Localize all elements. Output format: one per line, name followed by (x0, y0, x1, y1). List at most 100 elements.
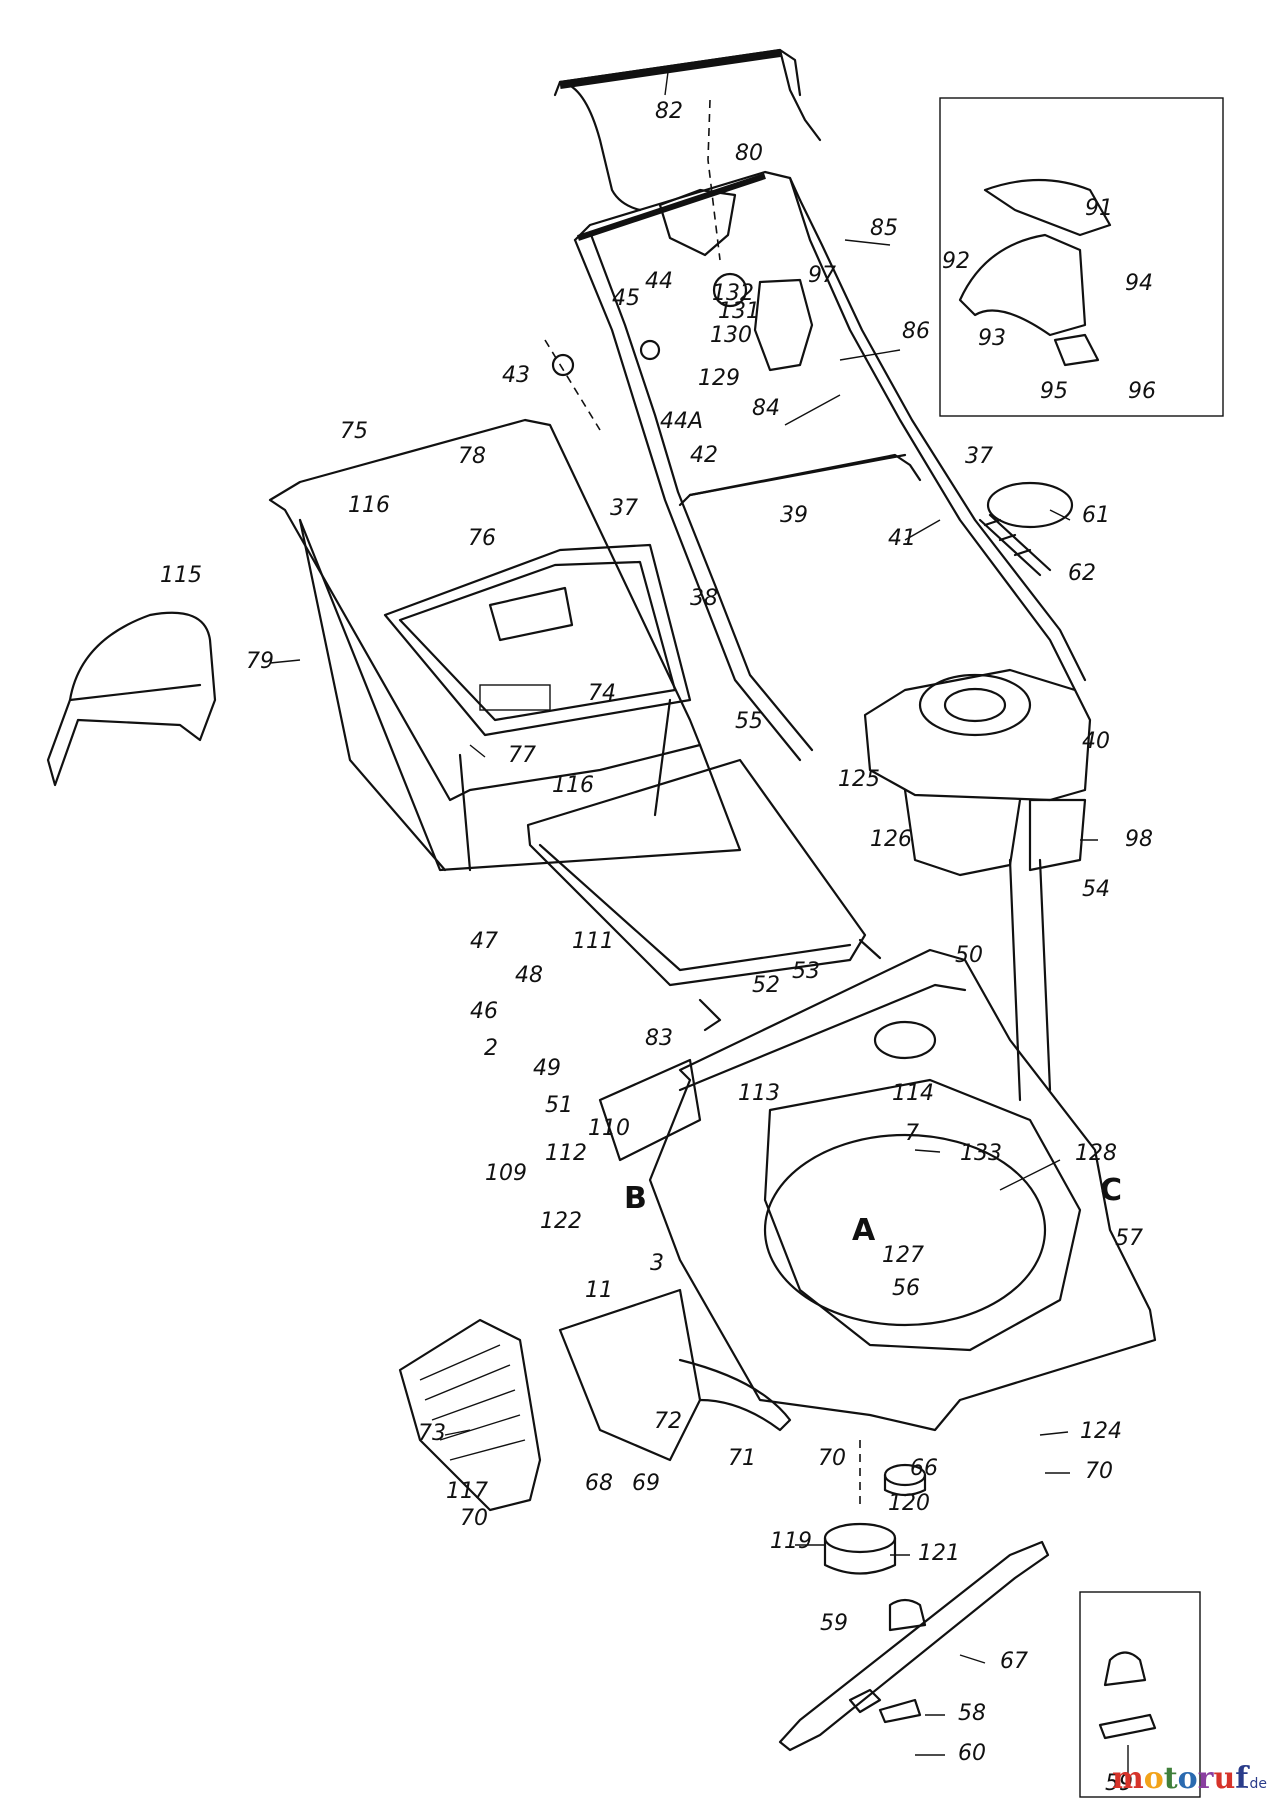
part-number-label: 50 (955, 943, 983, 968)
part-number-label: 98 (1125, 827, 1153, 852)
part-number-label: 53 (792, 959, 820, 984)
part-number-label: 74 (588, 681, 616, 706)
part-number-label: 76 (468, 526, 496, 551)
part-number-label: 124 (1080, 1419, 1122, 1444)
part-number-label: 37 (610, 496, 638, 521)
part-number-label: 117 (446, 1479, 488, 1504)
part-number-label: 69 (632, 1471, 660, 1496)
part-number-label: 7 (905, 1121, 919, 1146)
mower-blade (778, 1540, 1050, 1752)
engine (863, 668, 1098, 877)
part-number-label: 47 (470, 929, 498, 954)
part-number-label: 109 (485, 1161, 527, 1186)
part-number-label: 92 (942, 249, 970, 274)
lower-handle (678, 453, 922, 507)
part-number-label: 122 (540, 1209, 582, 1234)
part-number-label: 80 (735, 141, 763, 166)
part-number-label: 130 (710, 323, 752, 348)
inset-box-top-right (939, 97, 1224, 417)
part-number-label: 40 (1082, 729, 1110, 754)
part-number-label: 112 (545, 1141, 587, 1166)
watermark-logo: motoruf (1112, 1761, 1250, 1796)
part-number-label: 70 (1085, 1459, 1113, 1484)
reference-letters: B A C (624, 1173, 1122, 1248)
part-number-label: 41 (888, 526, 916, 551)
part-number-label: 131 (718, 299, 760, 324)
part-number-label: 51 (545, 1093, 573, 1118)
part-number-label: 38 (690, 586, 718, 611)
part-number-label: 49 (533, 1056, 561, 1081)
control-bracket (658, 188, 814, 372)
part-number-label: 97 (808, 263, 836, 288)
part-number-label: 133 (960, 1141, 1002, 1166)
part-number-label: 79 (246, 649, 274, 674)
part-number-label: 85 (870, 216, 898, 241)
part-number-label: 55 (735, 709, 763, 734)
grass-catcher (268, 418, 742, 872)
part-number-label: 59 (1105, 1771, 1133, 1796)
part-number-label: 120 (888, 1491, 930, 1516)
inset-deflector-parts (958, 178, 1112, 367)
part-number-label: 126 (870, 827, 912, 852)
part-number-label: 116 (348, 493, 390, 518)
part-number-label: 125 (838, 767, 880, 792)
part-number-label: 86 (902, 319, 930, 344)
part-number-label: 93 (978, 326, 1006, 351)
part-number-label: 73 (418, 1421, 446, 1446)
part-number-label: 110 (588, 1116, 630, 1141)
discharge-chute (558, 1288, 792, 1462)
part-number-label: 67 (1000, 1649, 1028, 1674)
part-number-label: 75 (340, 419, 368, 444)
part-number-label: 113 (738, 1081, 780, 1106)
reference-letter: C (1100, 1173, 1122, 1208)
part-number-label: 58 (958, 1701, 986, 1726)
part-number-label: 60 (958, 1741, 986, 1766)
part-number-label: 70 (460, 1506, 488, 1531)
inset-box-bottom-right (1079, 1591, 1201, 1798)
reference-letter: A (852, 1213, 876, 1248)
part-number-label: 91 (1085, 196, 1113, 221)
upper-handle (553, 48, 822, 212)
part-number-label: 46 (470, 999, 498, 1024)
part-number-label: 78 (458, 444, 486, 469)
part-number-label: 59 (820, 1611, 848, 1636)
part-number-label: 68 (585, 1471, 613, 1496)
part-number-label: 42 (690, 443, 718, 468)
part-number-label: 66 (910, 1456, 938, 1481)
part-number-label: 121 (918, 1541, 960, 1566)
part-number-label: 56 (892, 1276, 920, 1301)
part-number-label: 111 (572, 929, 614, 954)
part-number-label: 62 (1068, 561, 1096, 586)
part-number-label: 115 (160, 563, 202, 588)
part-number-label: 70 (818, 1446, 846, 1471)
part-number-label: 119 (770, 1529, 812, 1554)
part-number-label: 71 (728, 1446, 756, 1471)
part-number-label: 132 (712, 281, 754, 306)
part-number-label: 57 (1115, 1226, 1143, 1251)
mower-deck (598, 858, 1157, 1432)
part-number-label: 48 (515, 963, 543, 988)
mulch-plug (46, 611, 217, 787)
part-number-label: 37 (965, 444, 993, 469)
part-number-label: 45 (612, 286, 640, 311)
part-number-label: 96 (1128, 379, 1156, 404)
hardware (551, 339, 1074, 1032)
part-number-label: 44 (645, 269, 673, 294)
part-number-label: 77 (508, 743, 536, 768)
part-number-label: 128 (1075, 1141, 1117, 1166)
part-number-label: 116 (552, 773, 594, 798)
reference-letter: B (624, 1181, 647, 1216)
part-number-label: 72 (654, 1409, 682, 1434)
part-number-label: 82 (655, 99, 683, 124)
part-number-label: 127 (882, 1243, 924, 1268)
leader-lines (269, 71, 1071, 1756)
part-number-label: 95 (1040, 379, 1068, 404)
part-number-label: 54 (1082, 877, 1110, 902)
part-number-label: 39 (780, 503, 808, 528)
handle-frame (544, 99, 1087, 762)
part-number-label: 84 (752, 396, 780, 421)
part-number-label: 43 (502, 363, 530, 388)
part-number-label: 94 (1125, 271, 1153, 296)
part-number-label: 114 (892, 1081, 934, 1106)
